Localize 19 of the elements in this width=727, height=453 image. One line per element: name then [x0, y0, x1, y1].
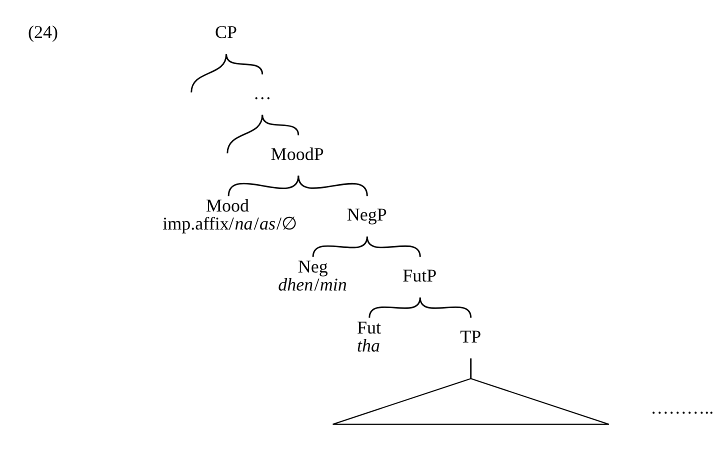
node-text: CP	[215, 22, 238, 42]
node-text: Mood imp.affix/na/as/∅	[162, 196, 298, 234]
connector	[298, 176, 368, 196]
node-text: FutP	[402, 265, 437, 286]
connector	[262, 114, 300, 136]
node-text: TP	[460, 326, 482, 346]
node-text: NegP	[346, 204, 387, 225]
node-label: ………..	[650, 397, 714, 418]
node-text: Neg dhen/min	[278, 256, 347, 295]
node-text: MoodP	[270, 144, 324, 164]
node-text: Fut tha	[357, 317, 382, 356]
node-text: …	[253, 82, 272, 103]
connector	[226, 54, 264, 74]
node-triangle	[332, 378, 610, 425]
connector	[226, 114, 264, 154]
label: (24)	[28, 22, 58, 42]
connector	[190, 54, 228, 92]
connector	[228, 176, 300, 196]
connector	[470, 358, 472, 379]
